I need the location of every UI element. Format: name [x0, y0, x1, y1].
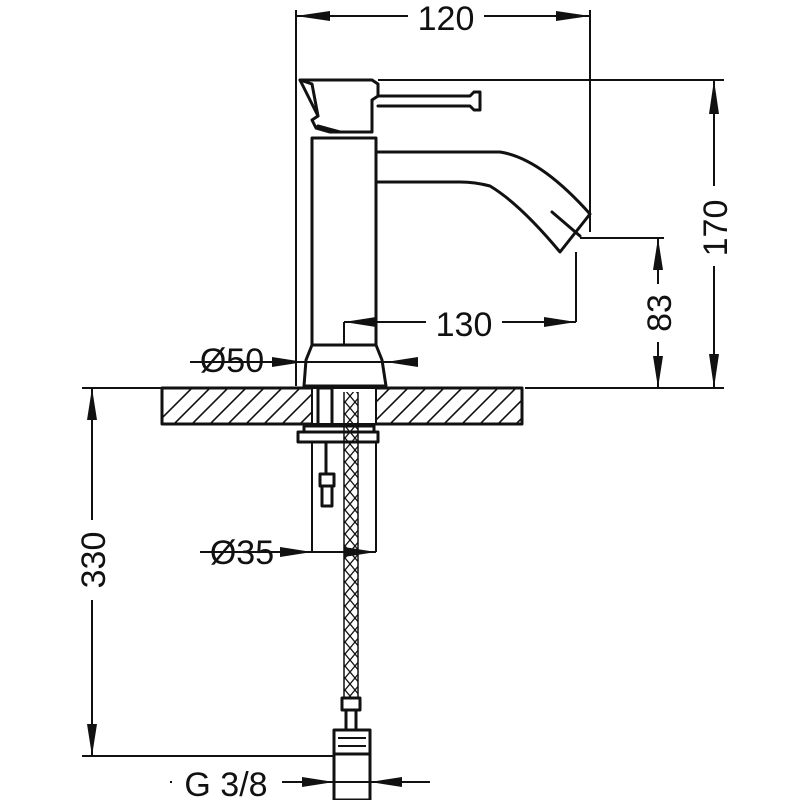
- flexible-hose: [332, 392, 372, 800]
- dimension-label-base-diameter: Ø50: [200, 342, 264, 380]
- faucet-body: [298, 78, 592, 388]
- dimension-label-height: 170: [697, 200, 735, 257]
- dimension-label-thread: G 3/8: [184, 766, 267, 800]
- dimension-hose-length-330: 330: [74, 387, 334, 757]
- dimension-shank-diameter: Ø35: [200, 534, 376, 572]
- dimension-label-hose-length: 330: [75, 532, 113, 589]
- dimension-label-spout-height: 83: [641, 294, 679, 332]
- shank-assembly: [296, 386, 380, 552]
- dimension-label-spout-reach: 130: [436, 306, 493, 344]
- dimension-label-shank-diameter: Ø35: [210, 534, 274, 572]
- dimension-base-diameter: Ø50: [190, 342, 418, 380]
- dimension-width-120: 120: [295, 0, 591, 386]
- dimension-label-width: 120: [418, 0, 475, 38]
- dimension-spout-reach-130: 130: [343, 252, 577, 345]
- dimension-spout-height-83: 83: [580, 237, 679, 388]
- dimension-connection-thread: G 3/8: [170, 764, 430, 800]
- dimension-height-170: 170: [378, 79, 735, 389]
